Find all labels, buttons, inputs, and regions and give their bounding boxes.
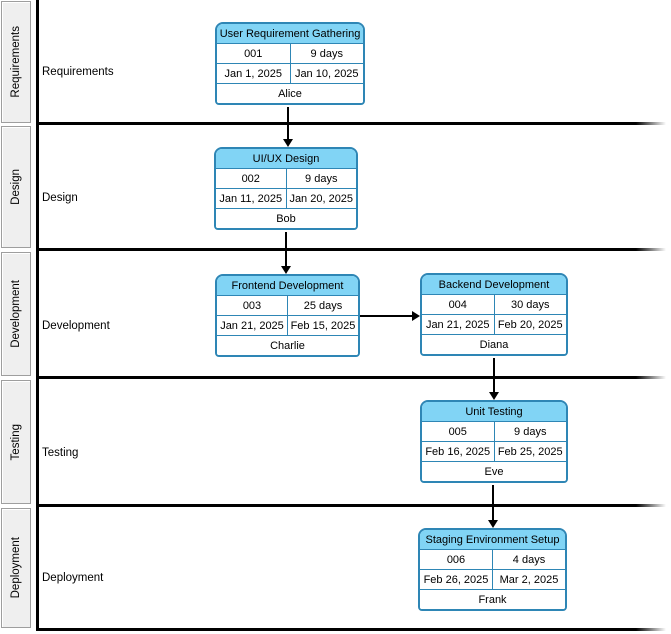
task-end-date: Jan 20, 2025 — [286, 189, 356, 208]
task-node-backend-development[interactable]: Backend Development 004 30 days Jan 21, … — [420, 273, 568, 356]
task-end-date: Jan 10, 2025 — [290, 64, 363, 83]
lane-label-testing: Testing — [42, 447, 79, 459]
task-end-date: Feb 15, 2025 — [288, 316, 358, 335]
pool-left-border-line — [36, 0, 39, 631]
task-assignee: Frank — [420, 590, 565, 609]
task-id-duration-row: 004 30 days — [422, 294, 566, 314]
lane-tab-label: Design — [10, 169, 22, 205]
task-start-date: Jan 11, 2025 — [216, 189, 287, 208]
lane-label-design: Design — [42, 192, 78, 204]
task-dates-row: Feb 26, 2025 Mar 2, 2025 — [420, 569, 565, 589]
connector-line — [360, 315, 412, 317]
task-title: Staging Environment Setup — [420, 530, 565, 549]
arrowhead-down-icon — [281, 266, 291, 274]
task-id-duration-row: 001 9 days — [217, 43, 363, 63]
task-dates-row: Jan 21, 2025 Feb 20, 2025 — [422, 314, 566, 334]
task-assignee: Diana — [422, 335, 566, 354]
task-id: 005 — [422, 422, 495, 441]
task-id-duration-row: 003 25 days — [217, 295, 358, 315]
task-assignee-row: Eve — [422, 461, 566, 481]
arrowhead-down-icon — [489, 392, 499, 400]
task-assignee: Alice — [217, 84, 363, 103]
task-assignee-row: Charlie — [217, 335, 358, 355]
task-dates-row: Jan 21, 2025 Feb 15, 2025 — [217, 315, 358, 335]
task-duration: 30 days — [494, 295, 566, 314]
task-duration: 9 days — [494, 422, 566, 441]
task-id-duration-row: 002 9 days — [216, 168, 356, 188]
task-title: Unit Testing — [422, 402, 566, 421]
task-duration: 9 days — [286, 169, 356, 188]
task-id-duration-row: 006 4 days — [420, 549, 565, 569]
task-assignee-row: Bob — [216, 208, 356, 228]
lane-tab-testing[interactable]: Testing — [1, 380, 31, 504]
task-dates-row: Jan 1, 2025 Jan 10, 2025 — [217, 63, 363, 83]
lane-tab-deployment[interactable]: Deployment — [1, 508, 31, 628]
lane-tab-label: Testing — [10, 423, 22, 461]
connector-line — [492, 485, 494, 520]
arrowhead-down-icon — [283, 139, 293, 147]
task-assignee: Charlie — [217, 336, 358, 355]
task-end-date: Mar 2, 2025 — [493, 570, 565, 589]
task-assignee-row: Alice — [217, 83, 363, 103]
lane-divider — [36, 504, 666, 507]
task-title: UI/UX Design — [216, 149, 356, 168]
task-node-unit-testing[interactable]: Unit Testing 005 9 days Feb 16, 2025 Feb… — [420, 400, 568, 483]
task-id: 002 — [216, 169, 287, 188]
task-id-duration-row: 005 9 days — [422, 421, 566, 441]
task-end-date: Feb 25, 2025 — [494, 442, 566, 461]
task-assignee-row: Frank — [420, 589, 565, 609]
task-id: 003 — [217, 296, 288, 315]
task-assignee-row: Diana — [422, 334, 566, 354]
lane-divider — [36, 122, 666, 125]
task-node-staging-environment-setup[interactable]: Staging Environment Setup 006 4 days Feb… — [418, 528, 567, 611]
task-id: 001 — [217, 44, 291, 63]
lane-tab-label: Requirements — [10, 26, 22, 98]
connector-line — [285, 232, 287, 266]
task-title: Backend Development — [422, 275, 566, 294]
connector-line — [287, 107, 289, 139]
task-assignee: Eve — [422, 462, 566, 481]
task-start-date: Jan 21, 2025 — [422, 315, 495, 334]
task-duration: 9 days — [290, 44, 363, 63]
task-end-date: Feb 20, 2025 — [494, 315, 566, 334]
task-dates-row: Jan 11, 2025 Jan 20, 2025 — [216, 188, 356, 208]
lane-tab-design[interactable]: Design — [1, 126, 31, 248]
lane-tab-label: Development — [10, 280, 22, 348]
arrowhead-right-icon — [412, 311, 420, 321]
arrowhead-down-icon — [488, 520, 498, 528]
task-start-date: Jan 21, 2025 — [217, 316, 288, 335]
task-title: Frontend Development — [217, 276, 358, 295]
lane-label-development: Development — [42, 320, 110, 332]
task-start-date: Feb 26, 2025 — [420, 570, 493, 589]
task-node-user-requirement-gathering[interactable]: User Requirement Gathering 001 9 days Ja… — [215, 22, 365, 105]
lane-divider — [36, 248, 666, 251]
task-node-frontend-development[interactable]: Frontend Development 003 25 days Jan 21,… — [215, 274, 360, 357]
lane-tab-requirements[interactable]: Requirements — [1, 1, 31, 123]
task-node-uiux-design[interactable]: UI/UX Design 002 9 days Jan 11, 2025 Jan… — [214, 147, 358, 230]
connector-line — [493, 358, 495, 392]
task-title: User Requirement Gathering — [217, 24, 363, 43]
task-dates-row: Feb 16, 2025 Feb 25, 2025 — [422, 441, 566, 461]
task-id: 006 — [420, 550, 493, 569]
task-id: 004 — [422, 295, 495, 314]
lane-label-requirements: Requirements — [42, 66, 114, 78]
lane-divider — [36, 628, 666, 631]
task-start-date: Jan 1, 2025 — [217, 64, 291, 83]
task-start-date: Feb 16, 2025 — [422, 442, 495, 461]
lane-label-deployment: Deployment — [42, 572, 104, 584]
task-assignee: Bob — [216, 209, 356, 228]
task-duration: 25 days — [288, 296, 358, 315]
lane-divider — [36, 376, 666, 379]
lane-tab-development[interactable]: Development — [1, 252, 31, 376]
task-duration: 4 days — [493, 550, 565, 569]
lane-tab-label: Deployment — [10, 537, 22, 599]
